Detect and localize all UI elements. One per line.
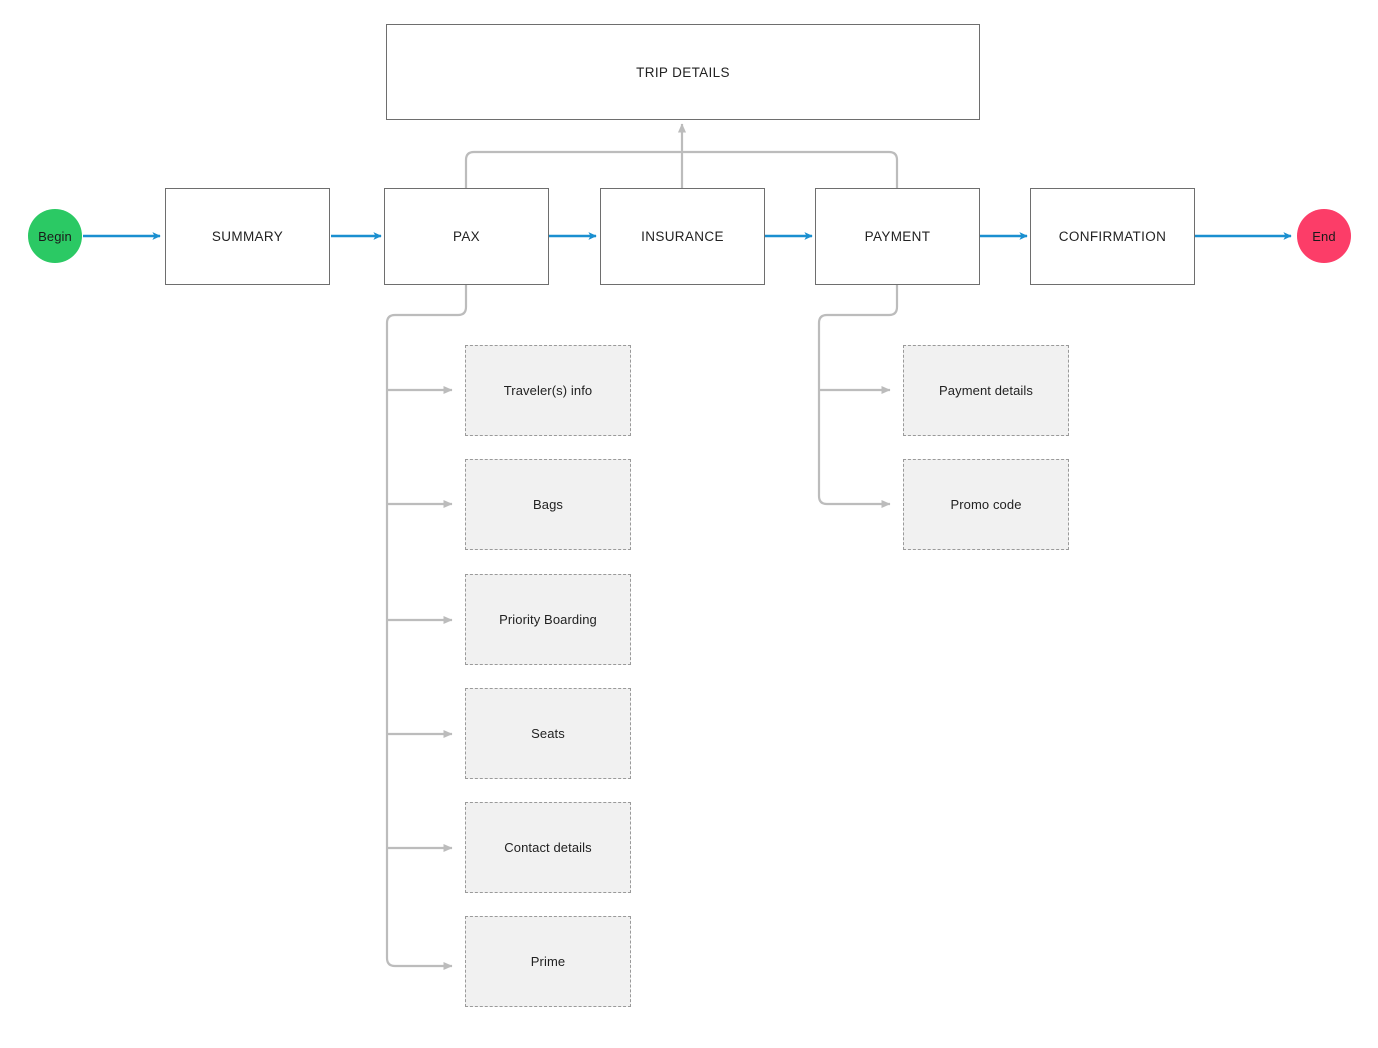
sub-label-contact-details: Contact details — [504, 840, 592, 855]
end-terminator[interactable]: End — [1297, 209, 1351, 263]
sub-box-payment-details[interactable]: Payment details — [903, 345, 1069, 436]
sub-box-seats[interactable]: Seats — [465, 688, 631, 779]
sub-label-prime: Prime — [530, 954, 566, 969]
trip-details-label: TRIP DETAILS — [636, 64, 730, 80]
sub-label-seats: Seats — [531, 726, 565, 741]
process-box-summary[interactable]: SUMMARY — [165, 188, 330, 285]
branch-payment-up — [682, 150, 899, 188]
payment-spine — [817, 285, 899, 509]
sub-box-bags[interactable]: Bags — [465, 459, 631, 550]
branch-pax-up — [464, 150, 682, 188]
sub-label-travelers-info: Traveler(s) info — [503, 383, 593, 398]
process-label-insurance: INSURANCE — [641, 229, 724, 244]
process-box-pax[interactable]: PAX — [384, 188, 549, 285]
pax-spine — [385, 285, 468, 971]
process-label-summary: SUMMARY — [211, 229, 284, 244]
process-label-payment: PAYMENT — [864, 229, 931, 244]
sub-box-promo-code[interactable]: Promo code — [903, 459, 1069, 550]
sub-box-travelers-info[interactable]: Traveler(s) info — [465, 345, 631, 436]
sub-label-priority-boarding: Priority Boarding — [499, 612, 597, 627]
process-box-confirmation[interactable]: CONFIRMATION — [1030, 188, 1195, 285]
begin-terminator[interactable]: Begin — [28, 209, 82, 263]
sub-box-contact-details[interactable]: Contact details — [465, 802, 631, 893]
payment-children-branch — [817, 285, 899, 509]
process-label-pax: PAX — [452, 229, 481, 244]
sub-label-bags: Bags — [532, 497, 564, 512]
sub-box-priority-boarding[interactable]: Priority Boarding — [465, 574, 631, 665]
process-box-insurance[interactable]: INSURANCE — [600, 188, 765, 285]
trip-details-branch — [464, 123, 899, 188]
sub-label-payment-details: Payment details — [939, 383, 1033, 398]
sub-box-prime[interactable]: Prime — [465, 916, 631, 1007]
end-label: End — [1312, 228, 1336, 244]
process-label-confirmation: CONFIRMATION — [1058, 229, 1167, 244]
begin-label: Begin — [38, 228, 72, 244]
sub-label-promo-code: Promo code — [950, 497, 1022, 512]
trip-details-box[interactable]: TRIP DETAILS — [386, 24, 980, 120]
process-box-payment[interactable]: PAYMENT — [815, 188, 980, 285]
pax-children-branch — [385, 285, 468, 971]
